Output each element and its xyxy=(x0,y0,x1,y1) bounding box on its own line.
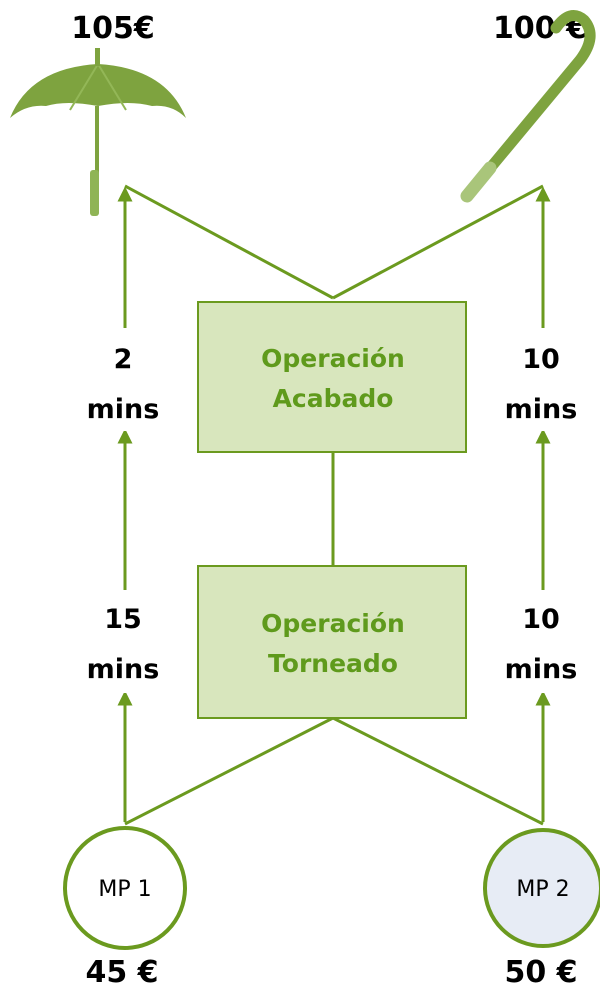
svg-text:2: 2 xyxy=(114,344,133,375)
svg-text:MP 2: MP 2 xyxy=(516,877,569,902)
umbrella-icon xyxy=(10,48,186,216)
operation-acabado-line1: Operación xyxy=(261,344,405,373)
umbrella-price: 105€ xyxy=(71,11,155,46)
svg-text:10: 10 xyxy=(522,604,560,635)
time-left-lower: 15 mins xyxy=(70,597,180,693)
svg-text:mins: mins xyxy=(505,654,578,685)
time-right-lower: 10 mins xyxy=(488,597,598,693)
svg-text:15: 15 xyxy=(104,604,142,635)
mp1-node: MP 1 xyxy=(63,826,187,950)
svg-text:mins: mins xyxy=(87,394,160,425)
operation-acabado-line2: Acabado xyxy=(273,384,394,413)
operation-acabado-box: Operación Acabado xyxy=(197,301,467,453)
walking-cane-icon xyxy=(460,10,596,203)
mp1-cost: 45 € xyxy=(85,955,158,990)
time-left-upper: 2 mins xyxy=(70,335,180,431)
svg-text:mins: mins xyxy=(87,654,160,685)
mp2-cost: 50 € xyxy=(504,955,577,990)
mp2-node: MP 2 xyxy=(483,828,600,948)
svg-text:mins: mins xyxy=(505,394,578,425)
time-right-upper: 10 mins xyxy=(488,335,598,431)
svg-text:MP 1: MP 1 xyxy=(98,877,151,902)
operation-torneado-box: Operación Torneado xyxy=(197,565,467,719)
operation-torneado-line2: Torneado xyxy=(268,649,398,678)
svg-text:10: 10 xyxy=(522,344,560,375)
connector-lines xyxy=(117,184,551,826)
operation-torneado-line1: Operación xyxy=(261,609,405,638)
